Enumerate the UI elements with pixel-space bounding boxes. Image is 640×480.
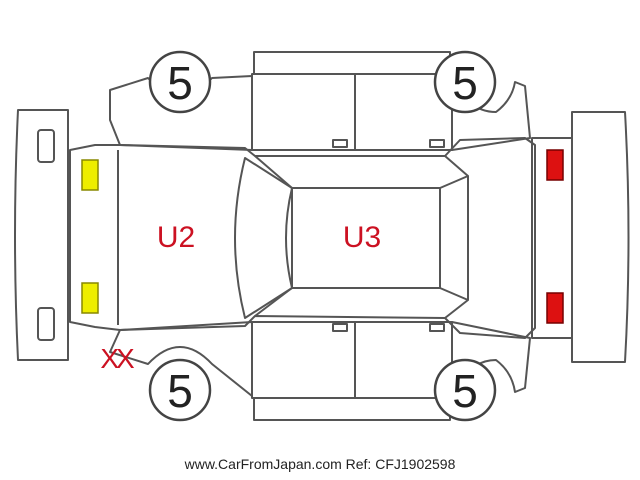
tire-rear-left-value: 5 — [452, 57, 478, 109]
rear-glass — [439, 175, 469, 301]
tire-front-right-value: 5 — [167, 365, 193, 417]
door-handle-front-right — [332, 323, 348, 332]
a-pillar-top — [254, 155, 293, 189]
door-handle-rear-right — [429, 323, 445, 332]
rear-pillar-top — [444, 155, 469, 177]
tire-rear-right-circle — [433, 358, 497, 422]
headlight-bottom — [81, 282, 99, 314]
side-sill-left — [253, 51, 451, 75]
tire-front-right-circle — [148, 358, 212, 422]
tail-lamp-housing — [531, 137, 573, 339]
rear-bumper — [571, 111, 630, 363]
tail-light-top — [546, 149, 564, 181]
a-pillar-bottom — [254, 287, 293, 317]
car-body — [69, 137, 536, 339]
front-corner-damage-mark: XX — [100, 343, 135, 374]
door-front-left — [251, 73, 356, 151]
front-fender-right — [109, 321, 253, 397]
hood-damage-code: U2 — [157, 221, 195, 254]
vehicle-outline — [14, 51, 630, 421]
tail-light-bottom — [546, 292, 564, 324]
tire-rear-right-value: 5 — [452, 365, 478, 417]
windshield — [234, 157, 293, 319]
side-sill-right — [253, 397, 451, 421]
front-bumper-slot-top — [37, 129, 55, 163]
rear-pillar-bottom — [444, 299, 469, 319]
tire-front-left-value: 5 — [167, 57, 193, 109]
door-handle-front-left — [332, 139, 348, 148]
tire-rear-left-circle — [433, 50, 497, 114]
roof-damage-code: U3 — [343, 221, 381, 254]
front-bumper-slot-bottom — [37, 307, 55, 341]
door-handle-rear-left — [429, 139, 445, 148]
headlight-top — [81, 159, 99, 191]
tire-front-left-circle — [148, 50, 212, 114]
door-front-right — [251, 321, 356, 399]
front-bumper — [14, 109, 69, 361]
source-footer: www.CarFromJapan.com Ref: CFJ1902598 — [184, 456, 456, 472]
